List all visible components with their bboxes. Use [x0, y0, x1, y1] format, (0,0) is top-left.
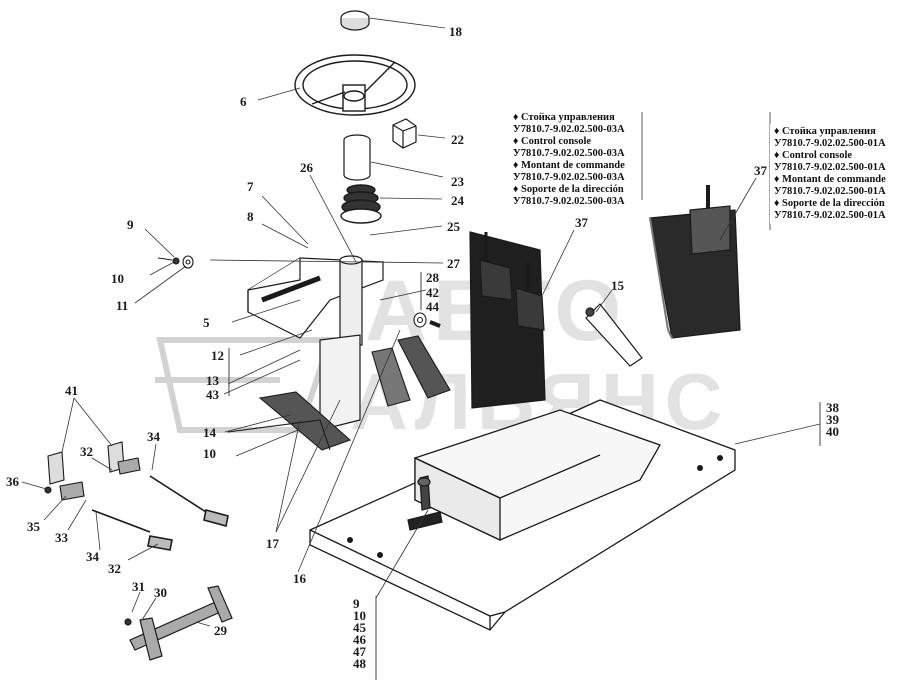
stack-brackets — [228, 272, 821, 680]
callout-16: 16 — [293, 571, 307, 586]
rod-lower — [91, 509, 173, 551]
callout-35: 35 — [27, 519, 41, 534]
callout-10a: 10 — [111, 271, 124, 286]
callout-27: 27 — [447, 256, 461, 271]
callout-18: 18 — [449, 24, 463, 39]
callout-stack-bottom: 9 10 45 46 47 48 — [353, 596, 366, 671]
callout-36: 36 — [6, 474, 20, 489]
pedal-assembly — [227, 335, 451, 451]
bolt-washer-right — [413, 312, 441, 328]
callout-9: 9 — [127, 217, 134, 232]
note-line: ♦ Control console — [774, 150, 853, 161]
rod-end-lower — [44, 481, 85, 501]
note-line: У7810.7-9.02.02.500-01А — [774, 210, 886, 221]
stack-right-item: 40 — [826, 424, 839, 439]
nut-part — [392, 118, 417, 149]
bushing-part — [343, 134, 371, 181]
callout-34a: 34 — [147, 429, 161, 444]
stack-bottom-item: 10 — [353, 608, 366, 623]
note-line: У7810.7-9.02.02.500-01А — [774, 138, 886, 149]
rod-upper — [149, 475, 229, 527]
control-console-01a — [649, 185, 741, 339]
control-console-03a — [469, 231, 546, 409]
stack-bottom-item: 46 — [353, 632, 366, 647]
stack-bottom-item: 48 — [353, 656, 366, 671]
callout-7: 7 — [247, 179, 254, 194]
callout-stack-right: 38 39 40 — [826, 400, 839, 439]
callout-32a: 32 — [80, 444, 93, 459]
note-line: У7810.7-9.02.02.500-03А — [513, 124, 625, 135]
callout-41: 41 — [65, 383, 78, 398]
floor-lever — [407, 475, 443, 531]
stack-bottom-item: 45 — [353, 620, 366, 635]
lever-part — [585, 303, 643, 367]
leader-lines — [21, 17, 821, 627]
callout-34b: 34 — [86, 549, 100, 564]
callout-10b: 10 — [203, 446, 216, 461]
note-line: ♦ Soporte de la dirección — [774, 198, 885, 209]
callout-17: 17 — [266, 536, 280, 551]
callout-33: 33 — [55, 530, 69, 545]
callout-labels: 18 6 22 23 24 25 26 7 8 9 10 11 27 28 42… — [6, 24, 768, 638]
base-frame — [309, 399, 736, 631]
callout-24: 24 — [451, 193, 465, 208]
callout-43: 43 — [206, 387, 220, 402]
stack-right-item: 39 — [826, 412, 839, 427]
callout-30: 30 — [154, 585, 167, 600]
note-line: ♦ Montant de commande — [774, 174, 886, 185]
callout-32b: 32 — [108, 561, 121, 576]
callout-13: 13 — [206, 373, 220, 388]
note-line: У7810.7-9.02.02.500-01А — [774, 186, 886, 197]
note-line: У7810.7-9.02.02.500-03А — [513, 196, 625, 207]
callout-5: 5 — [203, 315, 210, 330]
callout-42: 42 — [426, 285, 439, 300]
callout-26: 26 — [300, 160, 314, 175]
callout-11: 11 — [116, 298, 128, 313]
bolt-washer-left — [157, 255, 194, 269]
note-line: У7810.7-9.02.02.500-03А — [513, 172, 625, 183]
callout-37b: 37 — [754, 163, 768, 178]
steering-wheel-part — [294, 54, 416, 116]
note-line: ♦ Стойка управления — [774, 126, 876, 137]
callout-29: 29 — [214, 623, 228, 638]
stack-bottom-item: 47 — [353, 644, 366, 659]
note-line: У7810.7-9.02.02.500-01А — [774, 162, 886, 173]
note-line: ♦ Montant de commande — [513, 160, 625, 171]
callout-6: 6 — [240, 94, 247, 109]
stack-right-item: 38 — [826, 400, 839, 415]
note-line: ♦ Soporte de la dirección — [513, 184, 624, 195]
callout-23: 23 — [451, 174, 465, 189]
note-line: ♦ Control console — [513, 136, 592, 147]
callout-44: 44 — [426, 299, 440, 314]
steering-cap-part — [340, 10, 370, 31]
callout-22: 22 — [451, 132, 464, 147]
bellows-part — [340, 184, 382, 224]
callout-37a: 37 — [575, 215, 589, 230]
callout-28: 28 — [426, 270, 440, 285]
bell-crank-part — [124, 585, 233, 661]
callout-12: 12 — [211, 348, 224, 363]
rod-end-upper — [117, 457, 141, 475]
callout-15: 15 — [611, 278, 625, 293]
callout-25: 25 — [447, 219, 461, 234]
stack-bottom-item: 9 — [353, 596, 360, 611]
variant-note-03a: ♦ Стойка управления У7810.7-9.02.02.500-… — [509, 110, 629, 210]
callout-8: 8 — [247, 209, 254, 224]
variant-note-01a: ♦ Стойка управления У7810.7-9.02.02.500-… — [770, 124, 890, 224]
note-line: ♦ Стойка управления — [513, 112, 615, 123]
note-line: У7810.7-9.02.02.500-03А — [513, 148, 625, 159]
callout-31: 31 — [132, 579, 145, 594]
callout-14: 14 — [203, 425, 217, 440]
